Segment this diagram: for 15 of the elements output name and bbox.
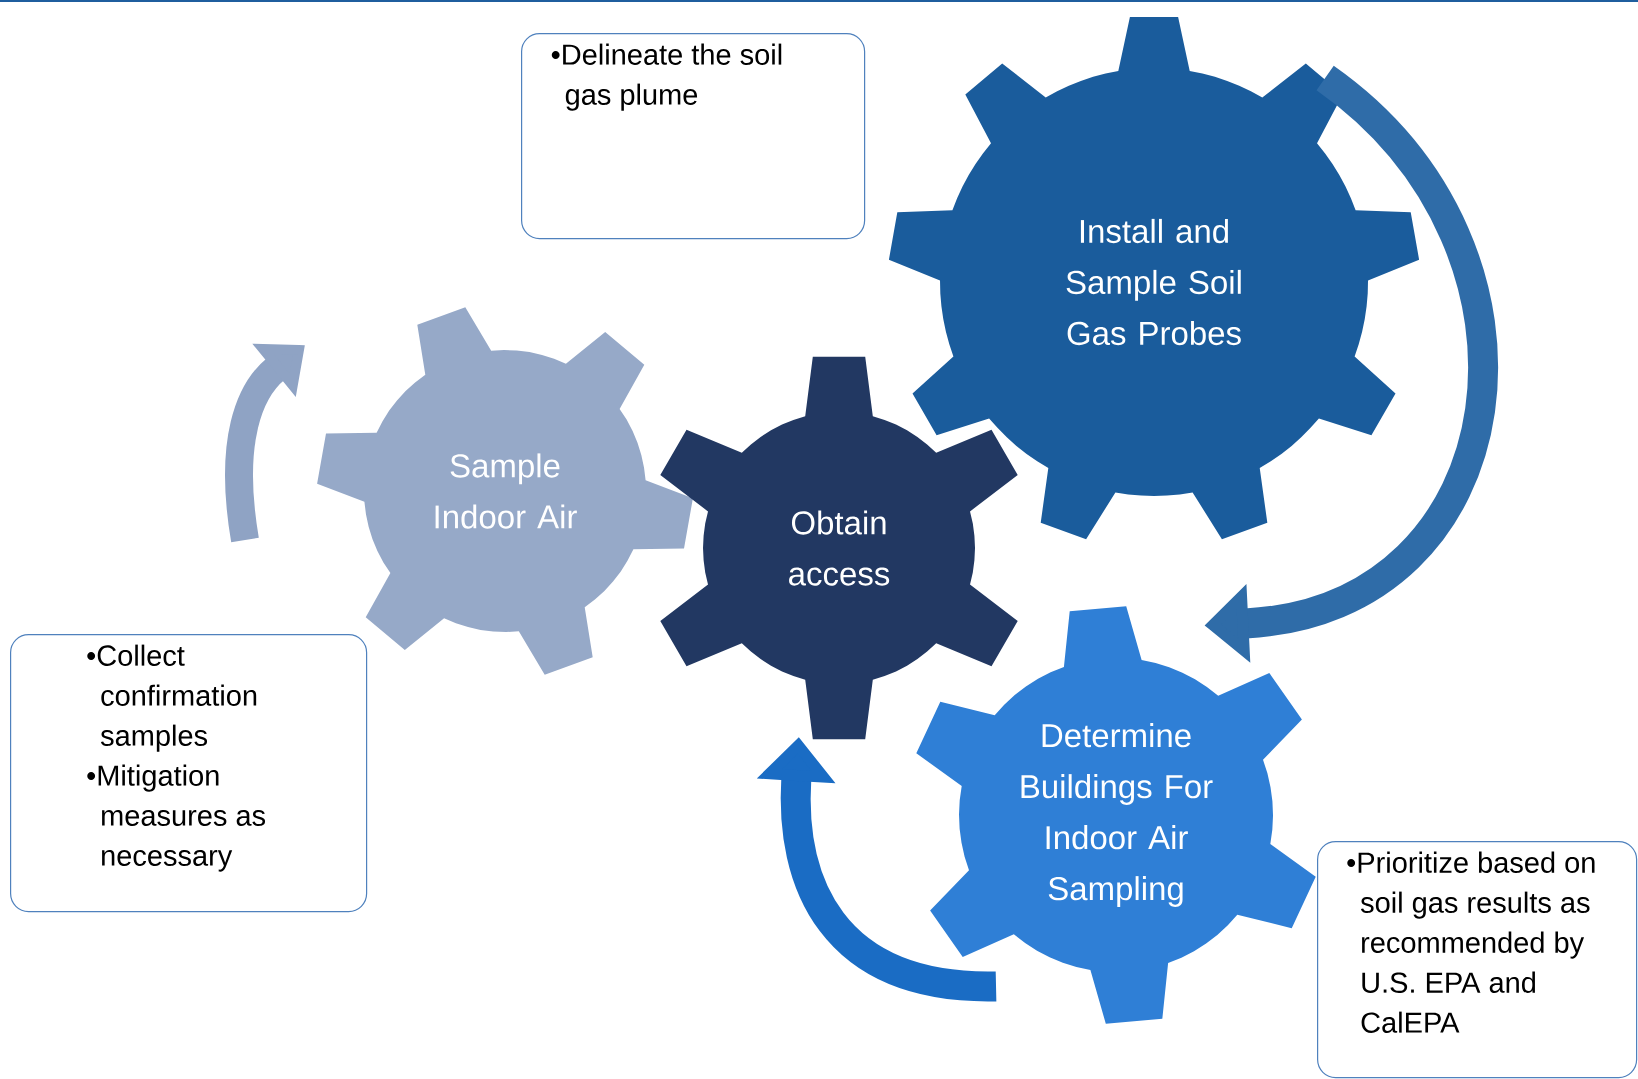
callout-box <box>1317 841 1638 1079</box>
gear-label: Determine Buildings For Indoor Air Sampling <box>1021 723 1213 907</box>
bullet-item: •Mitigation measures as necessary <box>87 764 266 872</box>
gear-label: Obtain access <box>789 510 890 586</box>
bullet-item: •Prioritize based on soil gas results as recommended by U.S. EPA and CalEPA <box>1347 851 1595 1033</box>
callout-box <box>521 33 866 240</box>
gear <box>317 307 693 675</box>
gear <box>916 606 1316 1024</box>
gear-label: Sample Indoor Air <box>435 453 577 529</box>
bullet-item: •Collect confirmation samples <box>87 644 257 752</box>
gear <box>888 17 1420 540</box>
gear-label: Install and Sample Soil Gas Probes <box>1066 218 1241 346</box>
gear <box>660 356 1018 740</box>
bullet-item: •Delineate the soil gas plume <box>551 43 782 111</box>
callout-box <box>10 634 368 913</box>
